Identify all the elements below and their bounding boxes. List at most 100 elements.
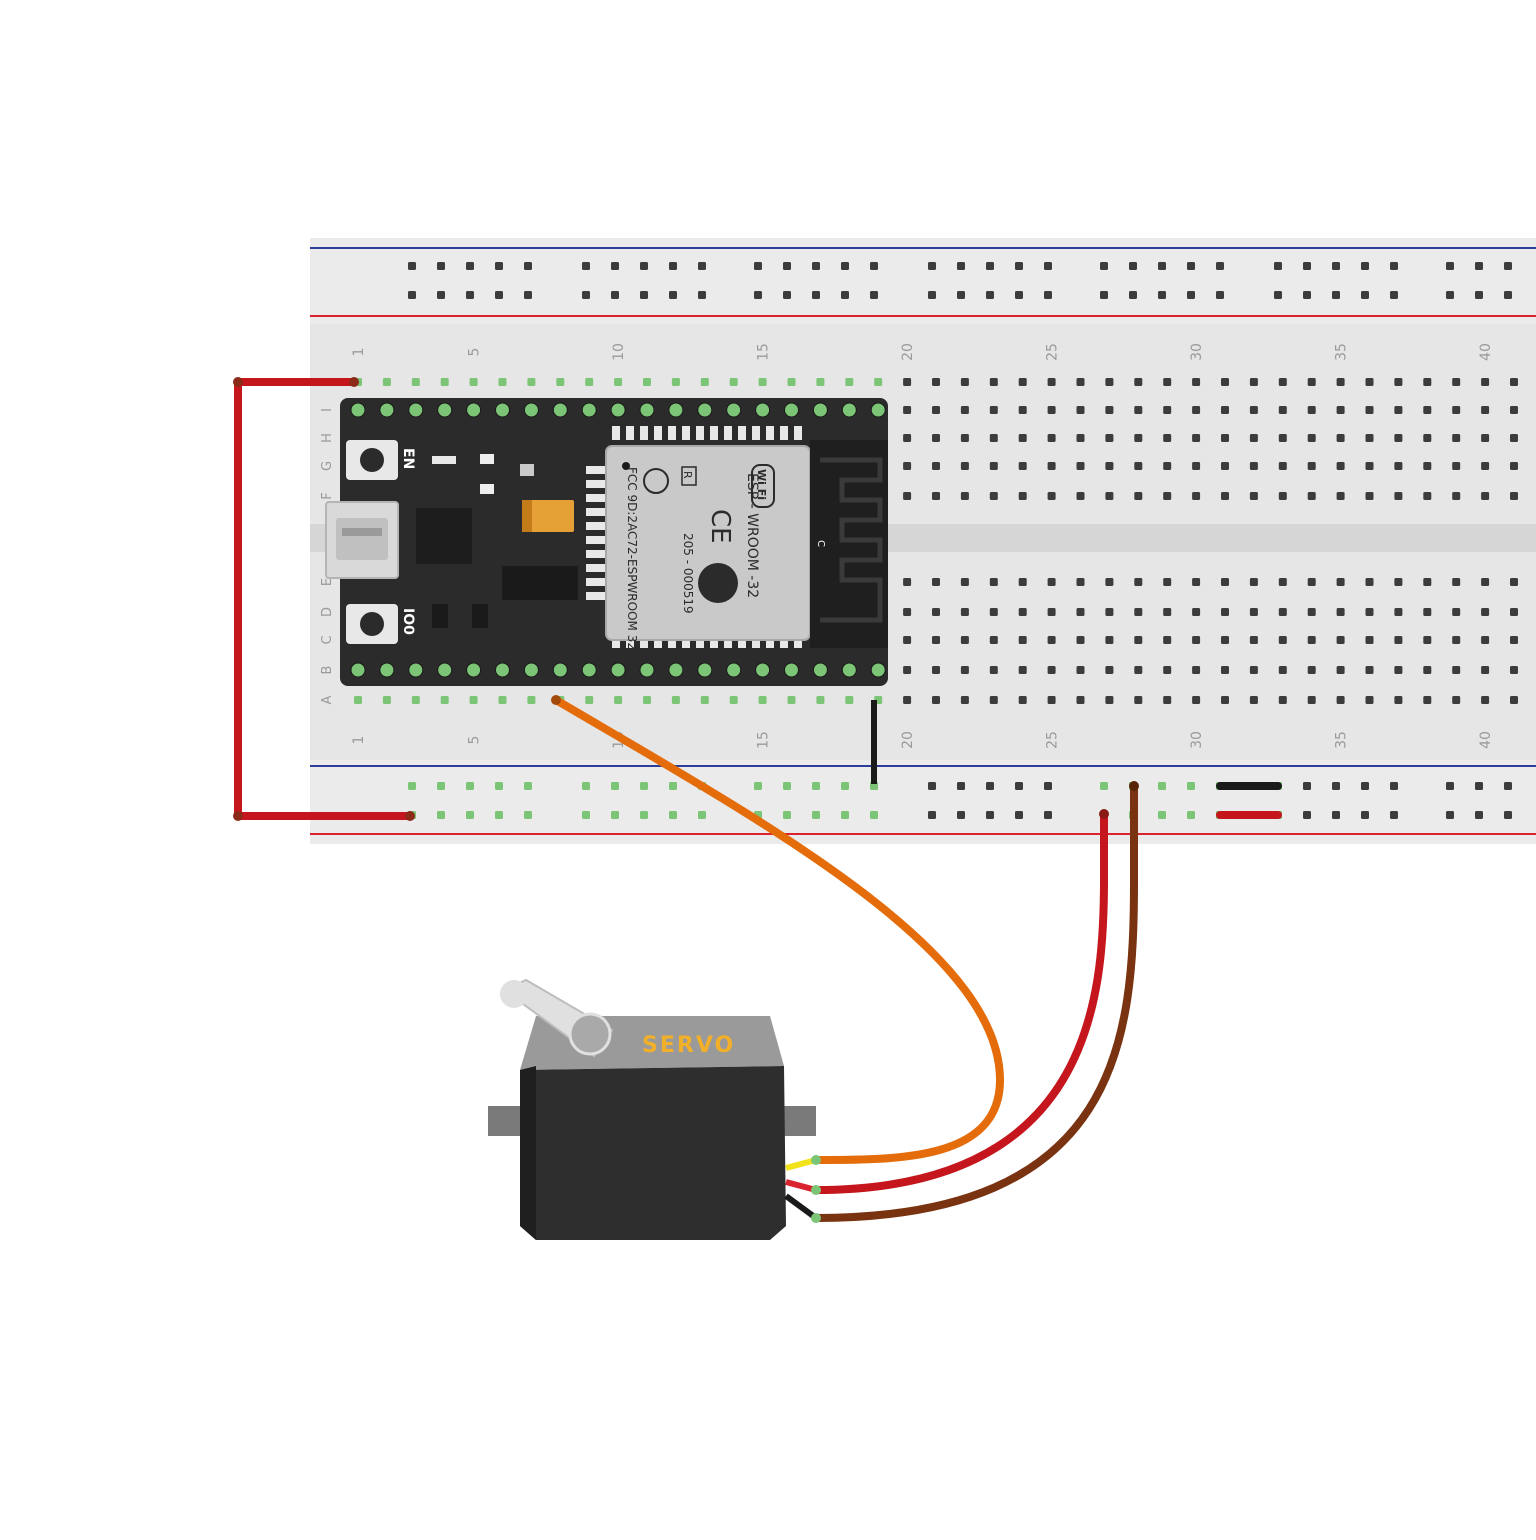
rail-hole-used[interactable] — [611, 782, 619, 790]
breadboard-hole[interactable] — [903, 696, 912, 704]
breadboard-hole[interactable] — [1047, 462, 1056, 470]
rail-hole-used[interactable] — [466, 811, 474, 819]
breadboard-hole[interactable] — [1481, 378, 1490, 386]
rail-hole-used[interactable] — [669, 782, 677, 790]
rail-hole[interactable] — [1390, 262, 1398, 270]
rail-hole[interactable] — [1303, 811, 1311, 819]
rail-hole-used[interactable] — [524, 782, 532, 790]
breadboard-hole[interactable] — [1365, 578, 1374, 586]
breadboard-hole[interactable] — [1249, 666, 1258, 674]
rail-hole[interactable] — [986, 811, 994, 819]
breadboard-hole-used[interactable] — [643, 696, 651, 704]
breadboard-hole[interactable] — [1163, 406, 1172, 414]
rail-hole-used[interactable] — [1100, 782, 1108, 790]
rail-hole[interactable] — [1274, 262, 1282, 270]
breadboard-hole[interactable] — [1192, 462, 1201, 470]
rail-hole[interactable] — [841, 291, 849, 299]
breadboard-hole[interactable] — [1134, 578, 1143, 586]
breadboard-hole-used[interactable] — [845, 378, 854, 386]
breadboard-hole[interactable] — [1336, 462, 1345, 470]
breadboard-hole[interactable] — [1163, 608, 1172, 616]
breadboard-hole[interactable] — [1076, 406, 1085, 414]
rail-hole-used[interactable] — [495, 782, 503, 790]
breadboard-hole[interactable] — [903, 406, 912, 414]
breadboard-hole[interactable] — [1249, 434, 1258, 442]
rail-hole-used[interactable] — [495, 811, 503, 819]
rail-hole[interactable] — [524, 291, 532, 299]
rail-hole[interactable] — [1158, 262, 1166, 270]
breadboard-hole[interactable] — [1510, 462, 1518, 470]
breadboard-hole-used[interactable] — [816, 696, 825, 704]
breadboard-hole[interactable] — [1192, 492, 1201, 500]
breadboard-hole[interactable] — [1018, 636, 1027, 644]
breadboard-hole[interactable] — [1394, 696, 1403, 704]
breadboard-hole[interactable] — [932, 406, 940, 414]
breadboard-hole[interactable] — [1163, 666, 1172, 674]
rail-hole[interactable] — [870, 291, 878, 299]
breadboard-hole[interactable] — [1163, 696, 1172, 704]
breadboard-hole[interactable] — [1394, 492, 1403, 500]
rail-hole[interactable] — [783, 291, 791, 299]
breadboard-hole[interactable] — [1307, 666, 1316, 674]
breadboard-hole[interactable] — [1018, 608, 1027, 616]
rail-hole-used[interactable] — [1158, 782, 1166, 790]
breadboard-hole[interactable] — [1365, 492, 1374, 500]
breadboard-hole[interactable] — [1221, 406, 1229, 414]
rail-hole-used[interactable] — [582, 811, 590, 819]
breadboard-hole[interactable] — [1134, 378, 1143, 386]
breadboard-hole-used[interactable] — [498, 378, 507, 386]
breadboard-hole[interactable] — [1192, 636, 1201, 644]
breadboard-hole[interactable] — [1018, 578, 1027, 586]
rail-hole[interactable] — [1475, 291, 1483, 299]
breadboard-hole[interactable] — [1365, 608, 1374, 616]
breadboard-hole[interactable] — [1076, 608, 1085, 616]
rail-hole[interactable] — [841, 262, 849, 270]
breadboard-hole[interactable] — [1481, 636, 1490, 644]
breadboard-hole[interactable] — [1192, 578, 1201, 586]
wire-ground-brown[interactable] — [815, 786, 1138, 1222]
breadboard-hole[interactable] — [1481, 462, 1490, 470]
breadboard-hole[interactable] — [1134, 636, 1143, 644]
rail-hole[interactable] — [1504, 811, 1512, 819]
breadboard-hole[interactable] — [1307, 406, 1316, 414]
breadboard-hole[interactable] — [1278, 462, 1287, 470]
breadboard-hole-used[interactable] — [527, 378, 536, 386]
breadboard-hole[interactable] — [1105, 696, 1114, 704]
breadboard-hole[interactable] — [1336, 434, 1345, 442]
rail-hole[interactable] — [1044, 782, 1052, 790]
breadboard-hole[interactable] — [1221, 696, 1229, 704]
breadboard-hole[interactable] — [1365, 666, 1374, 674]
breadboard-hole[interactable] — [1481, 608, 1490, 616]
rail-hole[interactable] — [754, 262, 762, 270]
rail-hole[interactable] — [640, 291, 648, 299]
breadboard-hole[interactable] — [903, 608, 912, 616]
rail-hole[interactable] — [1216, 262, 1224, 270]
rail-hole-used[interactable] — [611, 811, 619, 819]
breadboard-hole[interactable] — [1047, 406, 1056, 414]
breadboard-hole[interactable] — [1336, 406, 1345, 414]
rail-hole[interactable] — [495, 291, 503, 299]
breadboard-hole[interactable] — [1192, 696, 1201, 704]
breadboard-hole-used[interactable] — [614, 696, 623, 704]
breadboard-hole[interactable] — [1423, 608, 1432, 616]
rail-hole[interactable] — [1303, 262, 1311, 270]
breadboard-hole[interactable] — [1307, 696, 1316, 704]
breadboard-hole[interactable] — [1394, 462, 1403, 470]
en-button-cap[interactable] — [360, 448, 384, 472]
rail-hole-used[interactable] — [841, 782, 849, 790]
breadboard-hole[interactable] — [932, 462, 940, 470]
rail-hole[interactable] — [524, 262, 532, 270]
breadboard-hole[interactable] — [1510, 608, 1518, 616]
breadboard-hole[interactable] — [1394, 636, 1403, 644]
breadboard-hole[interactable] — [989, 636, 998, 644]
breadboard-hole[interactable] — [932, 492, 940, 500]
breadboard-hole-used[interactable] — [729, 696, 738, 704]
breadboard-hole[interactable] — [1365, 378, 1374, 386]
breadboard-hole[interactable] — [960, 636, 969, 644]
breadboard-hole[interactable] — [1192, 434, 1201, 442]
breadboard-hole[interactable] — [1249, 578, 1258, 586]
rail-hole-used[interactable] — [408, 782, 416, 790]
breadboard-hole[interactable] — [1452, 492, 1461, 500]
breadboard-hole[interactable] — [1192, 406, 1201, 414]
breadboard-hole[interactable] — [903, 636, 912, 644]
